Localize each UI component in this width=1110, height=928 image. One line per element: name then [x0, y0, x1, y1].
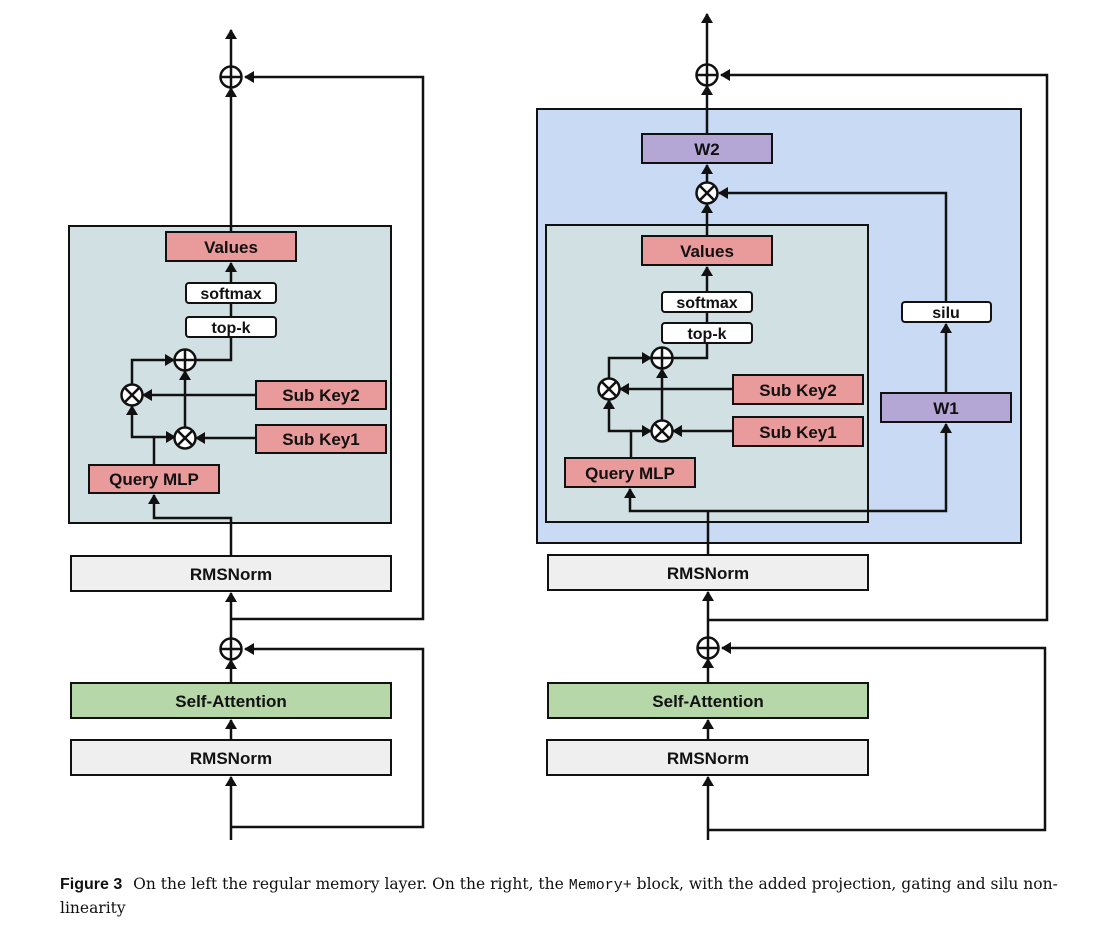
plus-icon — [695, 63, 719, 87]
topk-label: top-k — [211, 320, 250, 337]
self-attention-box — [70, 682, 392, 719]
subkey2-box — [255, 380, 387, 410]
w2-label: W2 — [694, 140, 720, 159]
rmsnorm-upper-box — [547, 554, 869, 591]
residual-line-2 — [708, 69, 1049, 622]
self-attention-label: Self-Attention — [652, 692, 763, 711]
residual-line-1 — [231, 643, 425, 829]
multiply-icon — [650, 419, 674, 443]
arrow-to-w1 — [708, 423, 952, 513]
plus-icon — [173, 348, 197, 372]
subkey1-box — [732, 416, 864, 447]
rmsnorm-upper-box — [70, 555, 392, 592]
arrow-query-to-mul2 — [126, 405, 154, 439]
plus-icon — [219, 65, 243, 89]
rmsnorm-upper-label: RMSNorm — [667, 564, 749, 583]
self-attention-box — [547, 682, 869, 719]
silu-label: silu — [932, 305, 960, 322]
subkey1-label: Sub Key1 — [282, 430, 359, 449]
topk-label: top-k — [687, 326, 726, 343]
gate-multiply-icon — [695, 181, 719, 205]
multiply-icon — [173, 426, 197, 450]
caption-code-term: Memory+ — [568, 877, 632, 894]
caption-text-after: block, with the added projection, gating… — [60, 875, 1058, 917]
arrow-to-query-mlp — [624, 488, 708, 513]
query-mlp-box — [88, 464, 220, 494]
caption-text-before: On the left the regular memory layer. On… — [133, 875, 569, 893]
line-add-to-topk — [673, 344, 709, 360]
rmsnorm-upper-label: RMSNorm — [190, 565, 272, 584]
line-add-to-topk — [196, 338, 233, 362]
residual-line-1 — [708, 642, 1047, 832]
rmsnorm-lower-label: RMSNorm — [190, 749, 272, 768]
residual-line-2 — [231, 71, 425, 621]
subkey2-label: Sub Key2 — [759, 381, 836, 400]
right-connections — [603, 13, 1049, 840]
figure-caption: Figure 3 On the left the regular memory … — [60, 873, 1070, 920]
softmax-label: softmax — [200, 286, 261, 303]
softmax-label: softmax — [676, 295, 737, 312]
rmsnorm-lower-label: RMSNorm — [667, 749, 749, 768]
plus-icon — [650, 346, 674, 370]
subkey1-label: Sub Key1 — [759, 423, 836, 442]
left-diagram-regular-memory-layer: Values softmax top-k Sub Key2 Sub Key1 Q… — [68, 29, 425, 840]
multiply-icon — [597, 377, 621, 401]
w1-label: W1 — [933, 399, 959, 418]
query-mlp-label: Query MLP — [109, 470, 199, 489]
values-label: Values — [680, 242, 734, 261]
arrow-norm-to-query-mlp — [148, 494, 233, 556]
right-diagram-memory-plus-block: W2 Values softmax top-k Sub Key2 Sub Key… — [536, 13, 1049, 840]
rmsnorm-lower-box — [70, 739, 392, 776]
subkey2-label: Sub Key2 — [282, 386, 359, 405]
arrow-silu-to-gate — [718, 187, 948, 302]
values-label: Values — [204, 238, 258, 257]
subkey2-box — [732, 374, 864, 405]
arrow-mul2-to-add — [607, 352, 652, 378]
self-attention-label: Self-Attention — [175, 692, 286, 711]
subkey1-box — [255, 424, 387, 454]
multiply-icon — [120, 383, 144, 407]
arrow-query-to-mul2 — [603, 399, 631, 433]
values-box — [165, 231, 297, 262]
left-connections — [126, 29, 425, 840]
query-mlp-label: Query MLP — [585, 464, 675, 483]
figure-label: Figure 3 — [60, 876, 123, 893]
plus-icon — [696, 636, 720, 660]
plus-icon — [219, 637, 243, 661]
rmsnorm-lower-box — [546, 739, 869, 776]
arrow-mul2-to-add — [130, 354, 175, 384]
